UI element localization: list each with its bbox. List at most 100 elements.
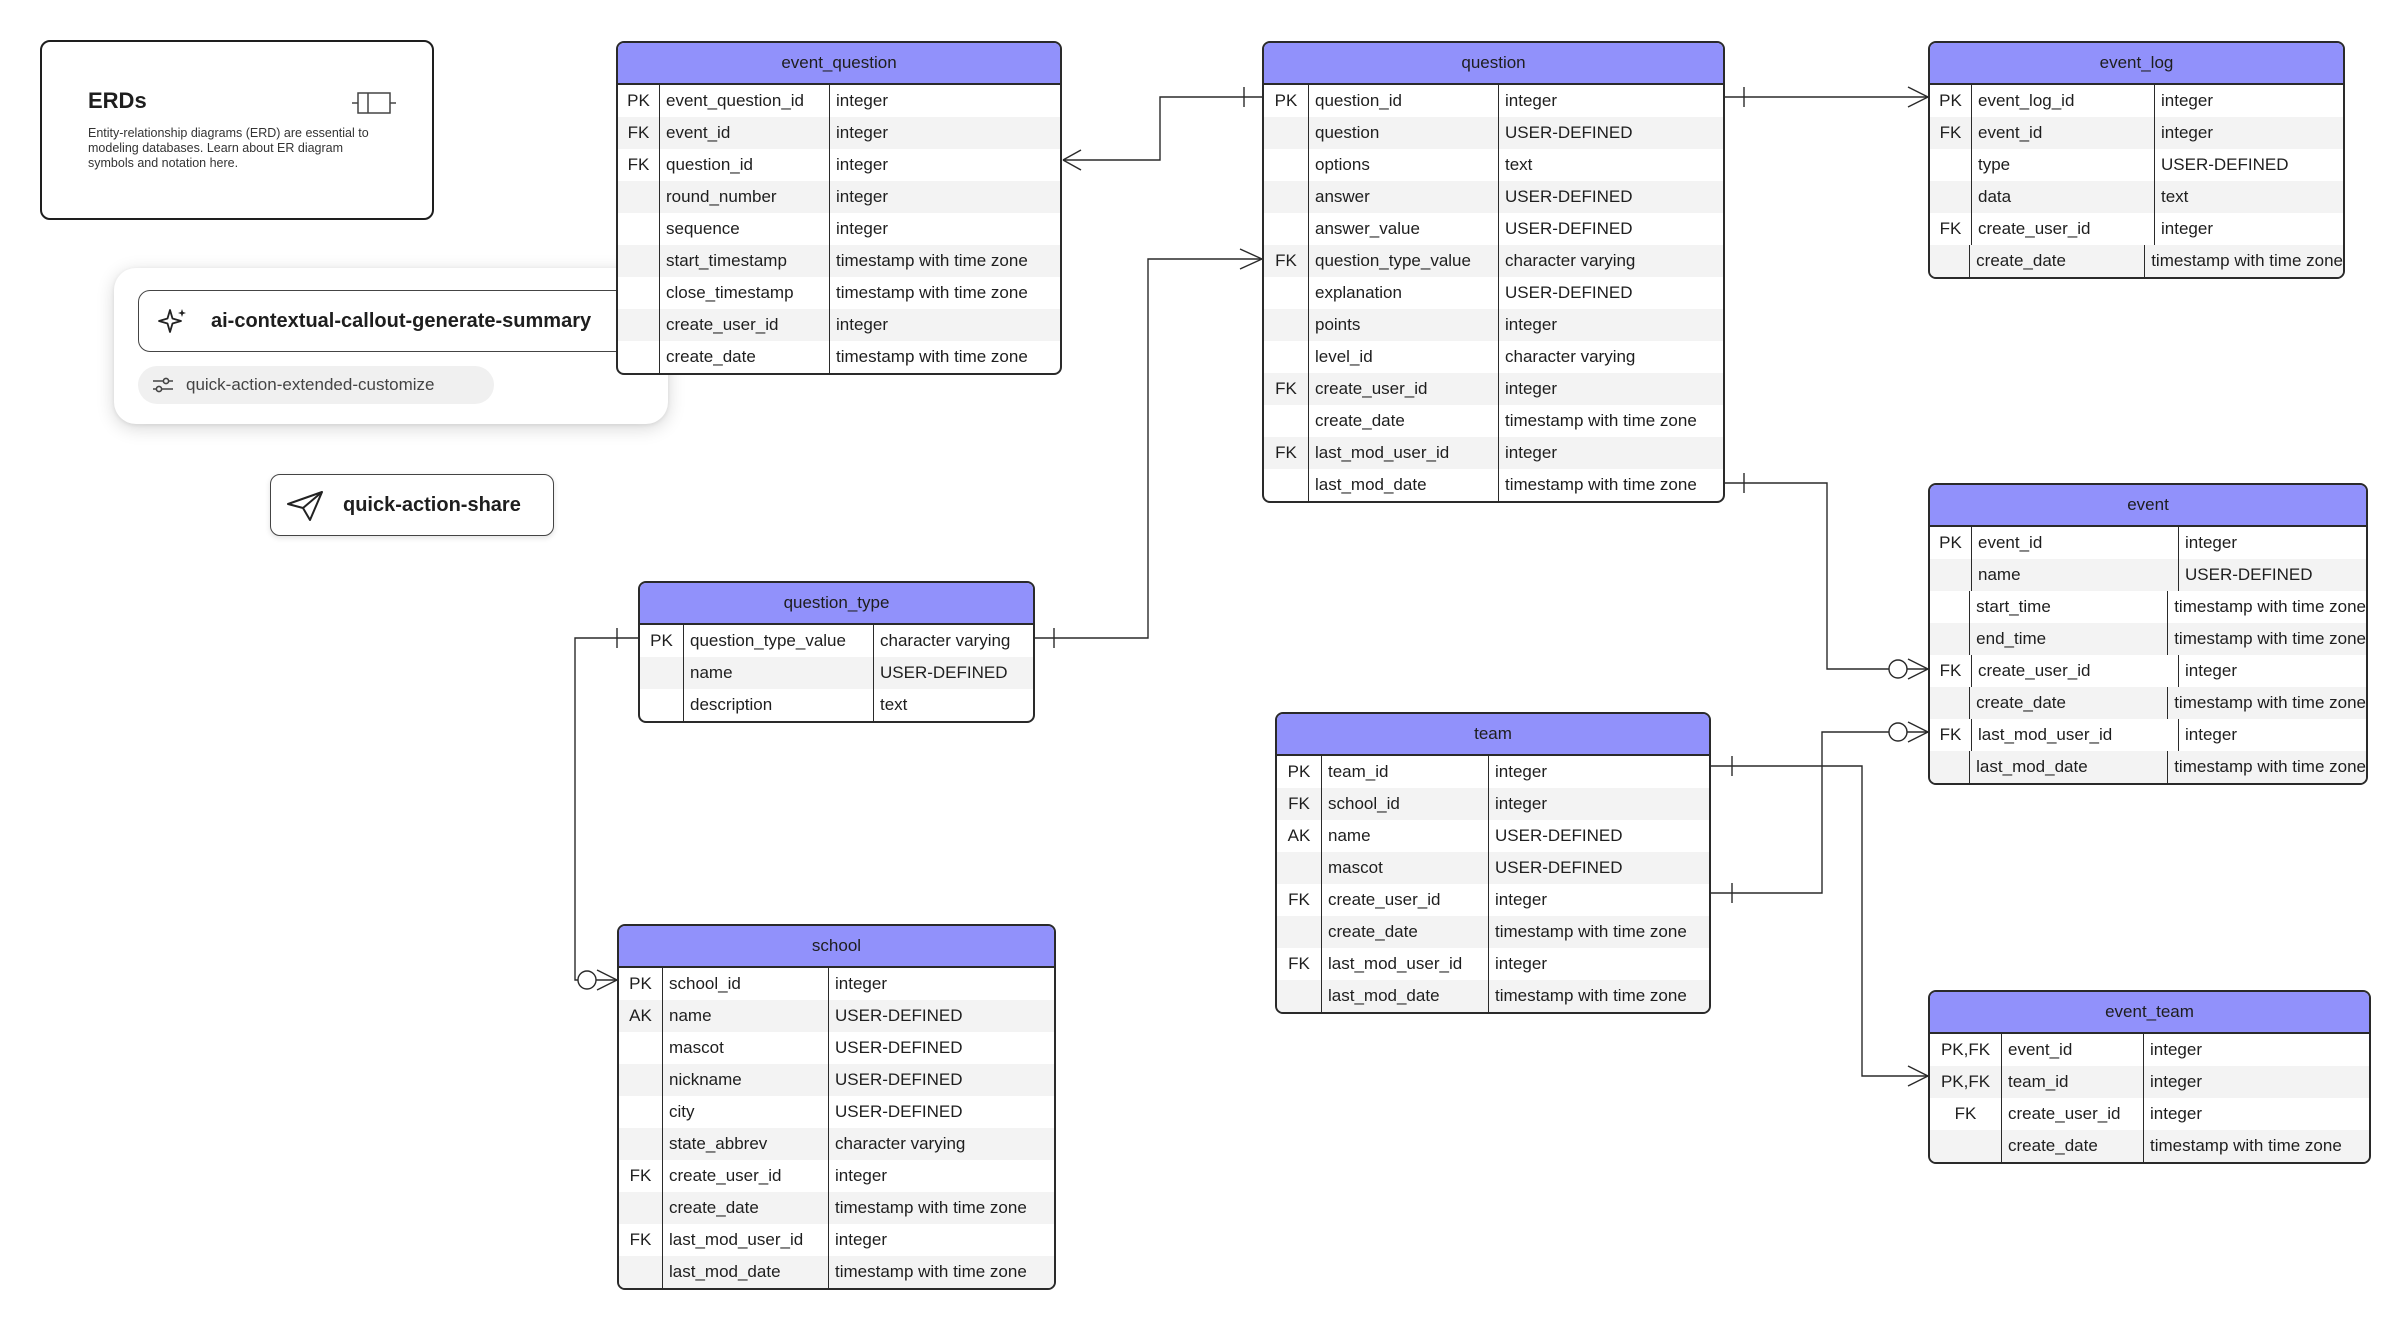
table-title: team bbox=[1277, 714, 1709, 756]
column-type-cell: text bbox=[880, 695, 908, 714]
key-cell: PK bbox=[1277, 756, 1322, 788]
column-type-cell: USER-DEFINED bbox=[1505, 219, 1633, 238]
column-type-cell: timestamp with time zone bbox=[2174, 693, 2366, 712]
key-cell: PK,FK bbox=[1930, 1034, 2002, 1066]
customize-button[interactable]: quick-action-extended-customize bbox=[138, 366, 494, 404]
column-name-cell: create_user_id bbox=[1309, 373, 1499, 405]
column-type-cell: integer bbox=[836, 155, 888, 174]
key-cell: AK bbox=[619, 1000, 663, 1032]
erd-info-card[interactable]: ERDs Entity-relationship diagrams (ERD) … bbox=[40, 40, 434, 220]
column-name-cell: points bbox=[1309, 309, 1499, 341]
generate-summary-button[interactable]: ai-contextual-callout-generate-summary bbox=[138, 290, 644, 352]
sliders-icon bbox=[153, 377, 173, 393]
key-cell bbox=[1277, 916, 1322, 948]
link-team-to-event-last-mod[interactable] bbox=[1710, 731, 1928, 894]
column-type-cell: integer bbox=[2161, 91, 2213, 110]
link-team-to-event-team[interactable] bbox=[1710, 765, 1928, 1077]
key-cell: FK bbox=[1264, 437, 1309, 469]
link-question-to-event-create-user[interactable] bbox=[1725, 482, 1928, 670]
link-event-question-to-question[interactable] bbox=[1063, 96, 1262, 161]
column-name-cell: question_id bbox=[660, 149, 830, 181]
column-name-cell: create_date bbox=[663, 1192, 829, 1224]
key-cell bbox=[618, 277, 660, 309]
column-name-cell: last_mod_date bbox=[663, 1256, 829, 1288]
share-button[interactable]: quick-action-share bbox=[270, 474, 554, 536]
link-question-type-to-question[interactable] bbox=[1035, 258, 1262, 639]
crowfoot-event-question bbox=[1062, 159, 1082, 171]
column-type-cell: timestamp with time zone bbox=[1505, 411, 1697, 430]
column-name-cell: mascot bbox=[1322, 852, 1489, 884]
